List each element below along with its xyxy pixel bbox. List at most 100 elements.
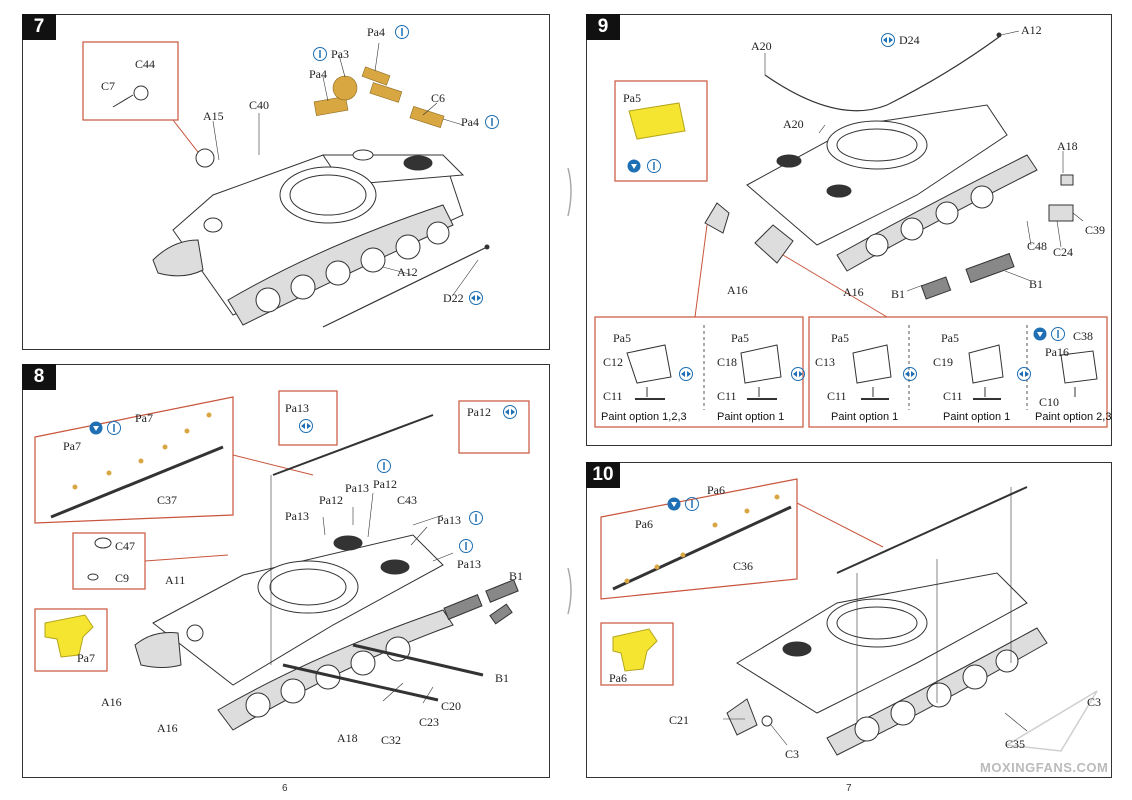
- option-4-bot: C11: [943, 389, 963, 403]
- label-pa6-top: Pa6: [707, 483, 725, 497]
- label-pa13-box: Pa13: [285, 401, 309, 415]
- label-d22: D22: [443, 291, 464, 305]
- page-number-left: 6: [282, 783, 288, 794]
- label-b1-a: B1: [509, 569, 524, 583]
- label-pa5: Pa5: [623, 91, 641, 105]
- cement-icon: [107, 421, 121, 435]
- label-c6: C6: [431, 91, 446, 105]
- watermark: MOXINGFANS.COM: [980, 760, 1109, 775]
- cement-icon: [647, 159, 661, 173]
- optional-part-icon: [1017, 367, 1031, 381]
- page-number-right: 7: [846, 783, 852, 794]
- step-8-drawing: [34, 390, 530, 731]
- label-a20-top: A20: [751, 39, 772, 53]
- cement-icon: [313, 47, 327, 61]
- label-a16-a: A16: [727, 283, 748, 297]
- option-5-top: C38: [1073, 329, 1094, 343]
- label-c9: C9: [115, 571, 130, 585]
- label-c3b: C3: [1087, 695, 1102, 709]
- label-a16-b: A16: [843, 285, 864, 299]
- cement-icon: [667, 497, 681, 511]
- label-pa6-yellow: Pa6: [609, 671, 627, 685]
- label-pa4-right: Pa4: [461, 115, 479, 129]
- cement-icon: [89, 421, 103, 435]
- option-4-caption: Paint option 1: [943, 411, 1011, 423]
- step-9-panel: 9: [586, 14, 1112, 446]
- step-9-drawing: [594, 30, 1108, 428]
- label-pa12-box: Pa12: [467, 405, 491, 419]
- label-c37: C37: [157, 493, 178, 507]
- cement-icon: [469, 511, 483, 525]
- label-c47: C47: [115, 539, 136, 553]
- label-b1-b: B1: [495, 671, 510, 685]
- label-pa13-d: Pa13: [457, 557, 481, 571]
- label-a18: A18: [1057, 139, 1078, 153]
- label-d24: D24: [899, 33, 920, 47]
- option-3-bot: C11: [827, 389, 847, 403]
- label-c24: C24: [1053, 245, 1074, 259]
- step-number: 7: [22, 14, 56, 40]
- label-pa6-left: Pa6: [635, 517, 653, 531]
- option-2-caption: Paint option 1: [717, 411, 785, 423]
- label-pa4-left: Pa4: [309, 67, 327, 81]
- label-pa7-left: Pa7: [63, 439, 81, 453]
- optional-part-icon: [299, 419, 313, 433]
- label-a18: A18: [337, 731, 358, 745]
- cement-icon: [485, 115, 499, 129]
- label-a16-a: A16: [101, 695, 122, 709]
- label-a15: A15: [203, 109, 224, 123]
- label-a20-mid: A20: [783, 117, 804, 131]
- step-10-panel: 10 Pa6 P: [586, 462, 1112, 778]
- step-number: 8: [22, 364, 56, 390]
- label-a12: A12: [397, 265, 418, 279]
- option-1-bot: C11: [603, 389, 623, 403]
- step-7-drawing: [82, 41, 490, 328]
- label-c39: C39: [1085, 223, 1106, 237]
- label-c21: C21: [669, 713, 690, 727]
- label-pa13-b: Pa13: [285, 509, 309, 523]
- option-1-caption: Paint option 1,2,3: [601, 411, 687, 423]
- step-number: 9: [586, 14, 620, 40]
- step-10-drawing: [600, 478, 1098, 756]
- label-c48: C48: [1027, 239, 1048, 253]
- label-pa13-a: Pa13: [345, 481, 369, 495]
- label-c35: C35: [1005, 737, 1026, 751]
- cement-icon: [1033, 327, 1047, 341]
- option-4-top: Pa5: [941, 331, 959, 345]
- label-a16-b: A16: [157, 721, 178, 735]
- step-number: 10: [586, 462, 620, 488]
- label-c23: C23: [419, 715, 440, 729]
- label-c44: C44: [135, 57, 156, 71]
- optional-part-icon: [791, 367, 805, 381]
- label-c43: C43: [397, 493, 418, 507]
- label-b1-b: B1: [891, 287, 906, 301]
- label-c7: C7: [101, 79, 116, 93]
- option-3-mid: C13: [815, 355, 836, 369]
- label-c36: C36: [733, 559, 754, 573]
- option-1-mid: C12: [603, 355, 624, 369]
- cement-icon: [627, 159, 641, 173]
- step-8-panel: 8: [22, 364, 550, 778]
- label-pa4-top: Pa4: [367, 25, 385, 39]
- label-pa12-b: Pa12: [373, 477, 397, 491]
- optional-part-icon: [503, 405, 517, 419]
- label-pa3: Pa3: [331, 47, 349, 61]
- option-3-top: Pa5: [831, 331, 849, 345]
- label-c32: C32: [381, 733, 402, 747]
- step-7-panel: 7: [22, 14, 550, 350]
- cement-icon: [459, 539, 473, 553]
- option-5-caption: Paint option 2,3: [1035, 411, 1112, 423]
- cement-icon: [1051, 327, 1065, 341]
- cement-icon: [395, 25, 409, 39]
- label-a12: A12: [1021, 23, 1042, 37]
- option-2-bot: C11: [717, 389, 737, 403]
- option-2-top: Pa5: [731, 331, 749, 345]
- option-1-top: Pa5: [613, 331, 631, 345]
- optional-part-icon: [903, 367, 917, 381]
- label-c3: C3: [785, 747, 800, 761]
- cement-icon: [377, 459, 391, 473]
- label-pa12-a: Pa12: [319, 493, 343, 507]
- label-pa13-c: Pa13: [437, 513, 461, 527]
- label-pa7-top: Pa7: [135, 411, 153, 425]
- option-5-bot: C10: [1039, 395, 1060, 409]
